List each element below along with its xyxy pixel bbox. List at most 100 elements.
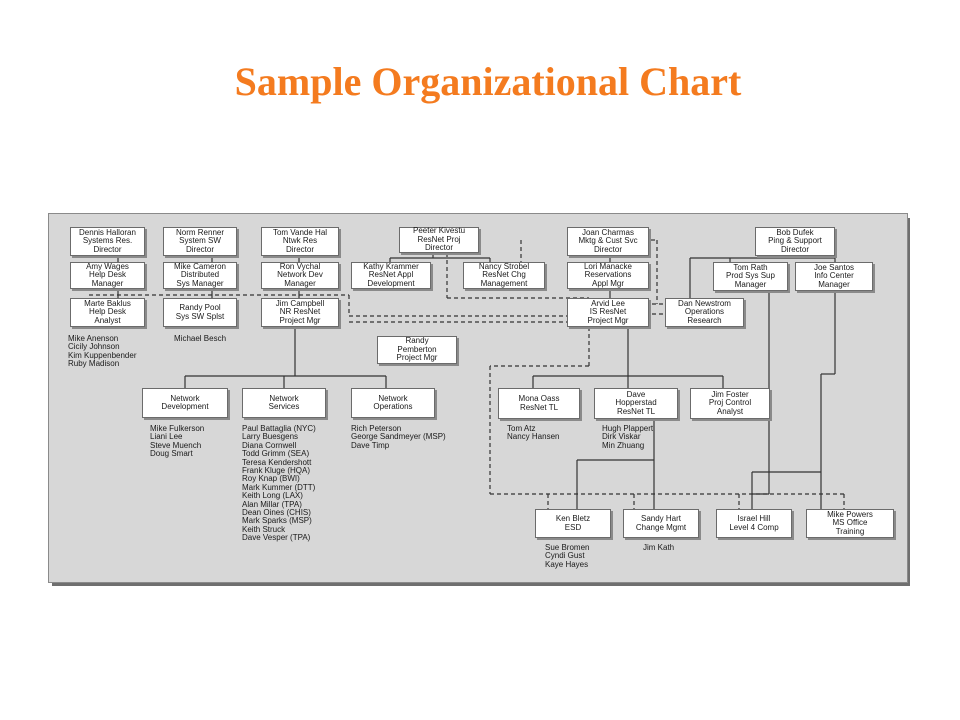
box-line: ResNet Proj <box>417 234 461 244</box>
person-name: Hugh Plappert <box>602 424 654 433</box>
box-line: ResNet Appl <box>368 270 414 280</box>
person-name: Diana Cornwell <box>242 440 297 450</box>
box-line: Reservations <box>584 270 632 280</box>
box-line: MS Office <box>832 518 868 528</box>
person-name: Frank Kluge (HQA) <box>242 466 311 476</box>
box-line: Norm Renner <box>175 227 224 237</box>
box-line: Manager <box>818 279 850 289</box>
box-line: Dan Newstrom <box>678 298 731 308</box>
box-line: Sandy Hart <box>640 514 682 523</box>
person-name: Rich Peterson <box>351 424 402 433</box>
box-line: Kathy Krammer <box>363 261 419 271</box>
box-line: Distributed <box>180 270 220 280</box>
person-name: Kim Kuppenbender <box>68 350 137 360</box>
box-line: Development <box>367 278 415 288</box>
box-line: Jim Foster <box>711 389 749 399</box>
box-line: ResNet TL <box>616 406 656 416</box>
box-line: Services <box>268 402 300 411</box>
box-line: ESD <box>564 522 582 532</box>
box-line: Bob Dufek <box>776 227 814 237</box>
box-line: Director <box>93 244 122 254</box>
person-name: Mike Anenson <box>68 334 119 343</box>
person-name: George Sandmeyer (MSP) <box>351 432 446 442</box>
box-line: Tom Rath <box>733 262 768 272</box>
box-line: Tom Vande Hal <box>272 227 328 237</box>
person-name: Dean Oines (CHIS) <box>242 508 311 518</box>
person-name: Cicily Johnson <box>68 342 120 352</box>
box-line: Help Desk <box>89 307 126 317</box>
box-line: Network <box>170 393 200 403</box>
box-line: Ken Bletz <box>555 514 591 523</box>
person-name: Michael Besch <box>174 334 227 343</box>
person-name: Steve Muench <box>150 440 202 450</box>
box-line: Systems Res. <box>82 236 133 246</box>
box-line: Operations <box>373 402 413 411</box>
person-name: Sue Bromen <box>545 543 590 552</box>
person-name: Jim Kath <box>643 543 675 552</box>
box-line: Israel Hill <box>737 514 771 523</box>
person-name: Dirk Viskar <box>602 432 641 442</box>
box-line: Project Mgr <box>396 353 438 363</box>
person-name: Mark Kummer (DTT) <box>242 482 316 492</box>
person-name: Roy Knap (BWI) <box>242 474 300 484</box>
box-line: Nancy Strobel <box>478 261 530 271</box>
box-line: Sys Manager <box>176 278 224 288</box>
box-line: Director <box>780 244 809 254</box>
box-line: Manager <box>734 279 767 289</box>
person-name: Dave Vesper (TPA) <box>242 533 311 543</box>
person-name: Min Zhuang <box>602 440 645 450</box>
box-line: Ntwk Res <box>282 236 318 246</box>
box-line: Pemberton <box>397 344 437 354</box>
box-line: Randy Pool <box>179 303 221 312</box>
person-name: Kaye Hayes <box>545 559 589 569</box>
box-line: Hopperstad <box>615 398 657 408</box>
person-name: Keith Long (LAX) <box>242 491 303 501</box>
box-line: Lori Manacke <box>583 261 633 271</box>
person-name: Teresa Kendershott <box>242 457 312 467</box>
person-name: Todd Grimm (SEA) <box>242 449 310 459</box>
names-sys-sw: Michael Besch <box>174 334 227 343</box>
names-sandy-hart-team: Jim Kath <box>643 543 675 552</box>
box-line: Operations <box>684 307 725 317</box>
box-line: ResNet TL <box>519 402 559 412</box>
box-line: ResNet Chg <box>482 270 526 280</box>
person-name: Nancy Hansen <box>507 432 560 442</box>
box-line: Development <box>161 402 209 411</box>
box-line: Analyst <box>94 315 121 325</box>
box-line: Amy Wages <box>86 261 129 271</box>
person-name: Keith Struck <box>242 524 286 534</box>
